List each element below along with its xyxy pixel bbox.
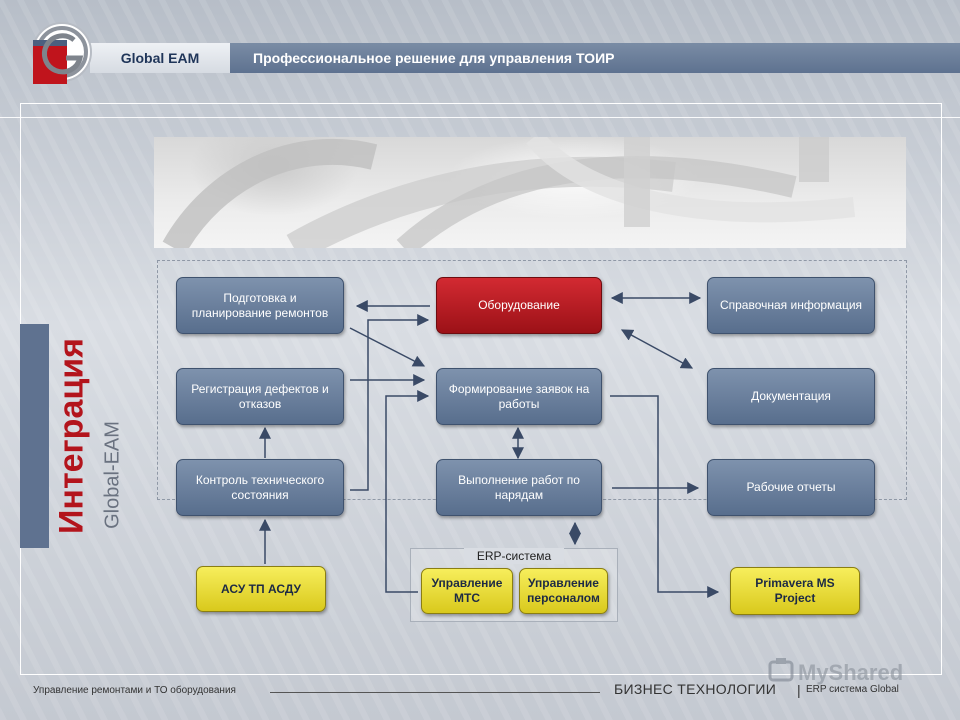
footer-brand: БИЗНЕС ТЕХНОЛОГИИ	[614, 681, 777, 697]
side-accent-bar	[20, 324, 49, 548]
global-system-logo	[32, 22, 92, 84]
node-execution[interactable]: Выполнение работ по нарядам	[436, 459, 602, 516]
header-tab[interactable]: Global EAM	[90, 43, 230, 73]
node-staff[interactable]: Управление персоналом	[519, 568, 608, 614]
footer-left-text: Управление ремонтами и ТО оборудования	[33, 685, 236, 696]
header-bar	[90, 43, 960, 73]
erp-group-label: ERP-система	[464, 548, 564, 564]
svg-text:MyShared: MyShared	[798, 660, 903, 685]
node-documentation[interactable]: Документация	[707, 368, 875, 425]
header-photo	[154, 137, 906, 248]
node-equipment[interactable]: Оборудование	[436, 277, 602, 334]
node-reference-info[interactable]: Справочная информация	[707, 277, 875, 334]
footer-divider	[270, 692, 600, 693]
node-asu[interactable]: АСУ ТП АСДУ	[196, 566, 326, 612]
node-requests[interactable]: Формирование заявок на работы	[436, 368, 602, 425]
node-primavera[interactable]: Primavera MS Project	[730, 567, 860, 615]
node-reports[interactable]: Рабочие отчеты	[707, 459, 875, 516]
node-control[interactable]: Контроль технического состояния	[176, 459, 344, 516]
node-prep[interactable]: Подготовка и планирование ремонтов	[176, 277, 344, 334]
node-defects[interactable]: Регистрация дефектов и отказов	[176, 368, 344, 425]
frame-top-line	[0, 117, 960, 118]
header-title: Профессиональное решение для управления …	[253, 50, 615, 66]
footer-separator: |	[797, 682, 801, 698]
node-mts[interactable]: Управление МТС	[421, 568, 513, 614]
myshared-watermark: MyShared	[768, 656, 928, 688]
footer-product: ERP система Global	[806, 684, 899, 695]
